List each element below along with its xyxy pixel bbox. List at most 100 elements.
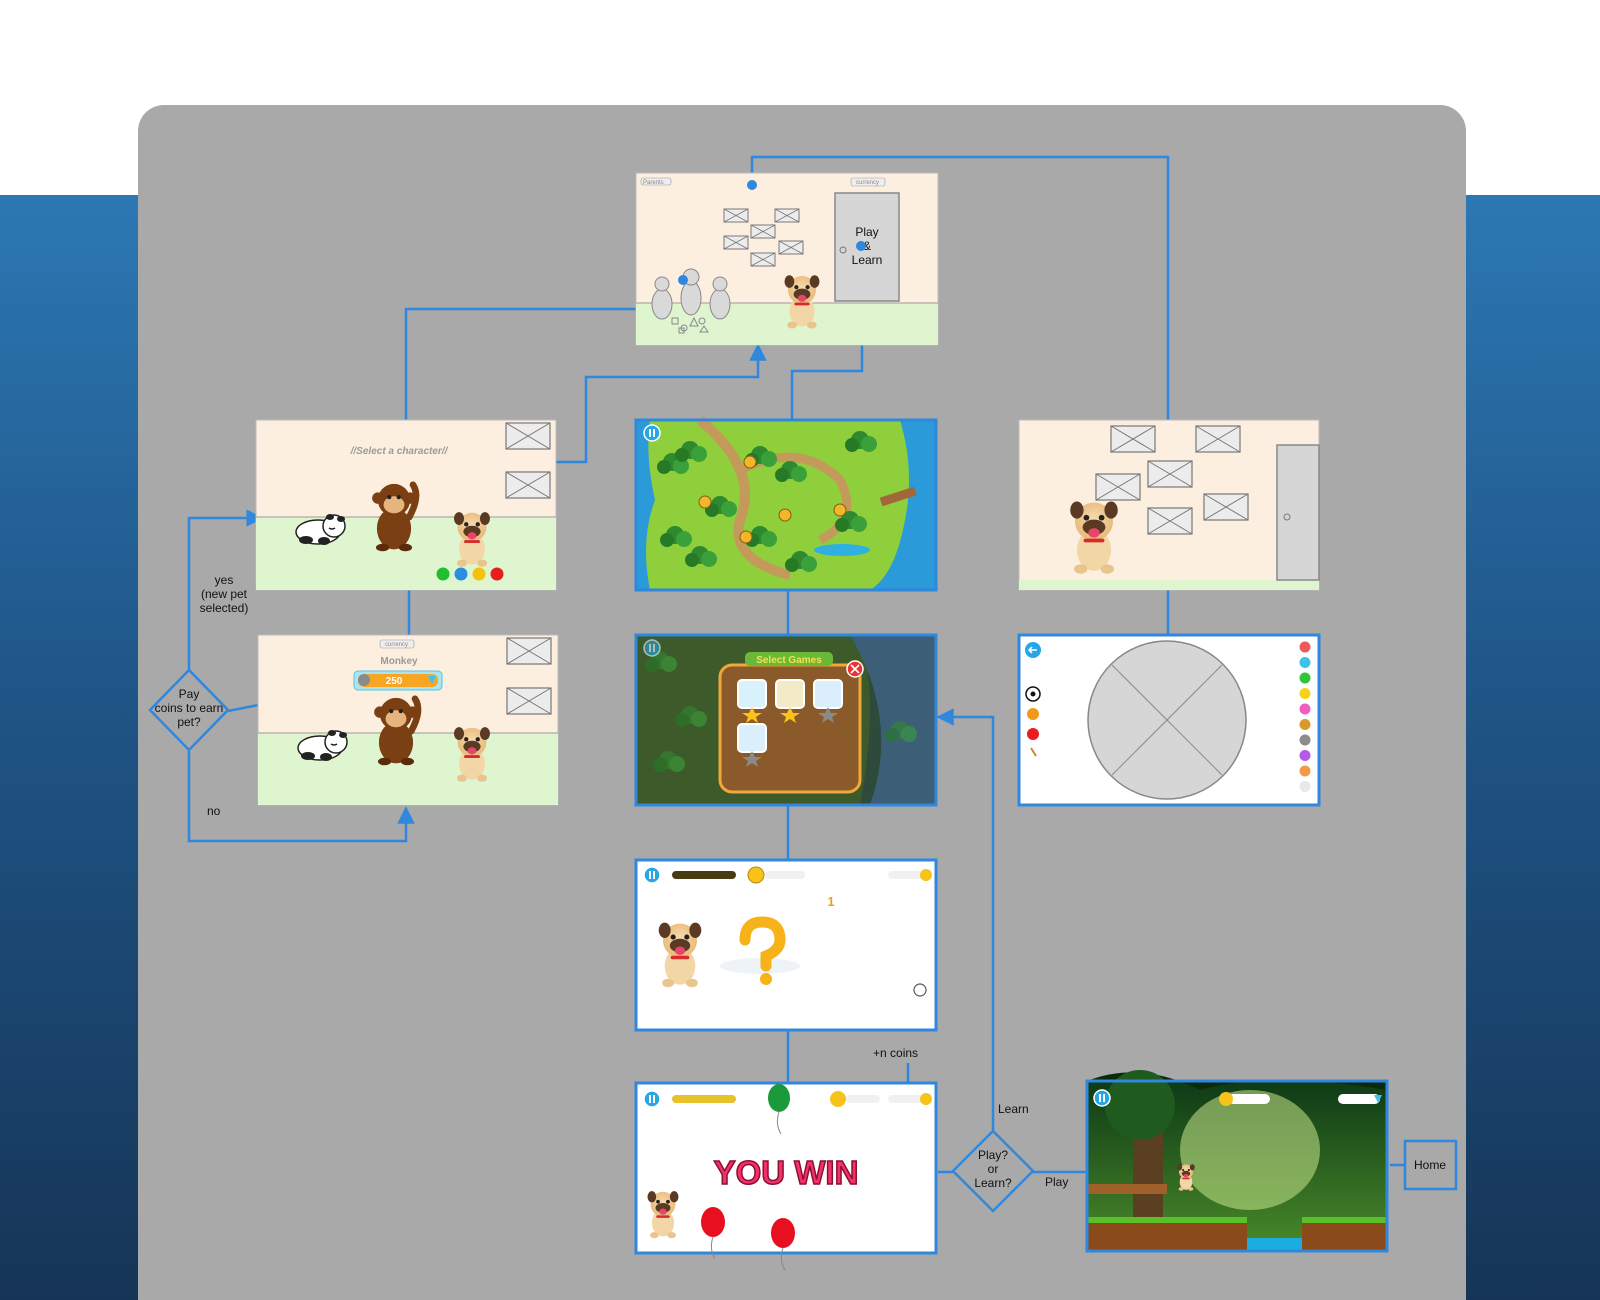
level-node[interactable] [698, 495, 712, 509]
edge-yes [187, 509, 264, 670]
screen-learn-room [1018, 419, 1320, 591]
color-swatch[interactable] [490, 567, 504, 581]
select-character-title: //Select a character// [350, 446, 449, 457]
buy-pet-button[interactable]: 250 [353, 670, 443, 691]
edge-learn [936, 708, 995, 1130]
bridge [879, 486, 917, 507]
paint-color[interactable] [1299, 672, 1311, 684]
level-node[interactable] [743, 455, 757, 469]
paint-color[interactable] [1299, 781, 1311, 792]
color-swatches[interactable] [436, 567, 504, 581]
screen-select-character: //Select a character// [255, 419, 557, 591]
level-node[interactable] [833, 503, 847, 517]
pause-button[interactable] [643, 866, 661, 884]
label-yes: yes (new pet selected) [200, 573, 249, 615]
coin-icon [920, 869, 932, 881]
svg-text:yes: yes [215, 573, 234, 587]
placeholder-image [1203, 493, 1249, 521]
edge-home-to-learn-room [750, 155, 1170, 420]
paint-color[interactable] [1299, 641, 1311, 653]
edge-select-character-to-home [546, 343, 767, 464]
pet-name: Monkey [380, 656, 418, 667]
fruit-icon[interactable] [1027, 708, 1039, 720]
placeholder-image [1195, 425, 1241, 453]
screen-coloring [1017, 633, 1321, 807]
decision-pay-coins: Pay coins to earn pet? [148, 668, 230, 752]
placeholder-image [723, 208, 749, 223]
paint-color[interactable] [1299, 688, 1311, 699]
door-label-1: Play [855, 225, 878, 239]
palette[interactable] [1299, 641, 1311, 793]
pause-button[interactable] [643, 1090, 661, 1108]
screen-platformer [1085, 1070, 1389, 1253]
gem-icon [428, 676, 436, 684]
pause-button[interactable] [643, 424, 661, 442]
select-games-panel: Select Games [718, 652, 864, 794]
badge-icon [830, 1091, 846, 1107]
select-games-title: Select Games [756, 655, 822, 666]
door-label-2: & [863, 239, 871, 253]
game-tile[interactable] [737, 679, 767, 723]
coin-icon [920, 1093, 932, 1105]
currency-tag: currency [385, 642, 408, 648]
color-swatch[interactable] [454, 567, 468, 581]
balloon-green [768, 1084, 790, 1135]
paint-color[interactable] [1299, 719, 1311, 730]
apple-icon[interactable] [1027, 728, 1039, 740]
connectors [187, 155, 1405, 1174]
screen-map [634, 416, 938, 592]
stopwatch-icon [913, 983, 927, 997]
timer-icon [747, 866, 765, 884]
progress-bar [672, 871, 736, 879]
placeholder-image [1147, 507, 1193, 535]
coloring-canvas[interactable] [1087, 640, 1247, 800]
hotspot-dot [747, 180, 757, 190]
decision-line-2: or [988, 1162, 999, 1176]
color-swatch[interactable] [472, 567, 486, 581]
pause-button[interactable] [643, 639, 661, 657]
price-label: 250 [386, 676, 403, 687]
paint-color[interactable] [1299, 750, 1311, 761]
paint-color[interactable] [1299, 765, 1311, 777]
pause-button[interactable] [1093, 1089, 1111, 1107]
you-win-banner: YOU WIN [714, 1154, 859, 1191]
svg-text:selected): selected) [200, 601, 249, 615]
label-coins: +n coins [873, 1046, 918, 1060]
svg-text:(new pet: (new pet [201, 587, 248, 601]
game-tile[interactable] [813, 679, 843, 723]
placeholder-image [778, 240, 804, 255]
game-tile[interactable] [737, 723, 767, 767]
door[interactable] [1276, 444, 1320, 581]
decision-line-1: Play? [978, 1148, 1008, 1162]
screen-you-win: YOU WIN [634, 1081, 938, 1271]
answer-number: 1 [827, 894, 834, 909]
level-node[interactable] [739, 530, 753, 544]
parents-tag[interactable]: Parents [643, 180, 664, 186]
screen-select-games: Select Games [634, 633, 938, 807]
play-learn-door[interactable]: Play & Learn [834, 192, 900, 302]
placeholder-image [506, 687, 552, 715]
label-learn: Learn [998, 1102, 1029, 1116]
color-swatch[interactable] [436, 567, 450, 581]
hotspot-dot [856, 241, 866, 251]
decision-line-3: Learn? [974, 1176, 1012, 1190]
brush-icon[interactable] [1030, 747, 1037, 757]
decision-line-1: Pay [179, 687, 200, 701]
trophy-icon [1219, 1092, 1233, 1106]
home-node[interactable]: Home [1403, 1139, 1458, 1191]
level-node[interactable] [778, 508, 792, 522]
placeholder-image [774, 208, 800, 223]
game-tile[interactable] [775, 679, 805, 723]
paint-color[interactable] [1299, 703, 1311, 715]
pets-shelf[interactable] [651, 268, 731, 334]
home-label: Home [1414, 1158, 1446, 1172]
platform [1087, 1184, 1167, 1194]
currency-tag: currency [856, 180, 879, 186]
gem-icon [1374, 1095, 1382, 1103]
placeholder-image [1147, 460, 1193, 488]
paint-color[interactable] [1299, 657, 1311, 668]
placeholder-image [506, 637, 552, 665]
placeholder-image [750, 252, 776, 267]
placeholder-image [1095, 473, 1141, 501]
paint-color[interactable] [1299, 734, 1311, 746]
